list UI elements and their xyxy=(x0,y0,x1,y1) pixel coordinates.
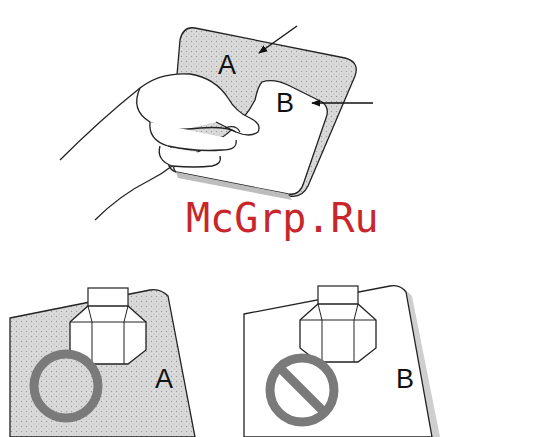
part-letter: B xyxy=(396,366,414,393)
part-letter: A xyxy=(155,366,173,393)
watermark: McGrp.Ru xyxy=(186,198,379,238)
part-letter: A xyxy=(218,52,236,79)
part-letter: B xyxy=(276,90,294,117)
